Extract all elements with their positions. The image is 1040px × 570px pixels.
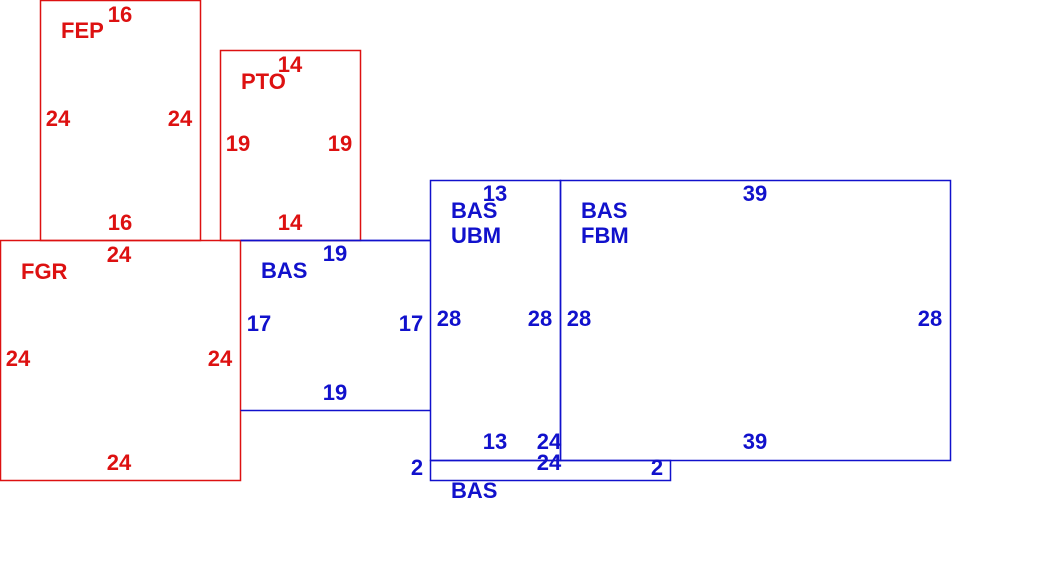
bas-ubm-top-dimension: 13 bbox=[482, 181, 508, 206]
bas-fbm-outline bbox=[559, 179, 952, 462]
bas-fbm-label-line1: BAS bbox=[581, 198, 628, 223]
bas-strip-top-dimension: 24 bbox=[536, 450, 562, 475]
bas-mid-left-dimension: 17 bbox=[246, 311, 272, 336]
pto-left-dimension: 19 bbox=[225, 131, 251, 156]
bas-ubm-bottom-right-dimension: 24 bbox=[536, 429, 562, 454]
pto-bottom-dimension: 14 bbox=[277, 210, 303, 235]
bas-fbm-left-dimension: 28 bbox=[566, 306, 592, 331]
bas-strip-outline bbox=[429, 459, 672, 482]
fgr-outline bbox=[0, 239, 242, 482]
fep-bottom-dimension: 16 bbox=[107, 210, 133, 235]
pto-top-dimension: 14 bbox=[277, 52, 303, 77]
bas-ubm-label-line1: BAS bbox=[451, 198, 498, 223]
bas-ubm-left-dimension: 28 bbox=[436, 306, 462, 331]
fgr-label: FGR bbox=[21, 259, 68, 284]
fgr-bottom-dimension: 24 bbox=[106, 450, 132, 475]
bas-fbm-label-line2: FBM bbox=[581, 223, 629, 248]
bas-mid-top-dimension: 19 bbox=[322, 241, 348, 266]
pto-right-dimension: 19 bbox=[327, 131, 353, 156]
pto-label: PTO bbox=[241, 69, 286, 94]
bas-ubm-right-dimension: 28 bbox=[527, 306, 553, 331]
bas-mid-bottom-dimension: 19 bbox=[322, 380, 348, 405]
bas-ubm-label-line2: UBM bbox=[451, 223, 502, 248]
bas-mid-label: BAS bbox=[261, 258, 308, 283]
bas-strip-left-dimension: 2 bbox=[410, 455, 424, 480]
bas-strip-label: BAS bbox=[451, 478, 498, 503]
fep-right-dimension: 24 bbox=[167, 106, 193, 131]
fgr-right-dimension: 24 bbox=[207, 346, 233, 371]
bas-fbm-bottom-dimension: 39 bbox=[742, 429, 768, 454]
bas-fbm-right-dimension: 28 bbox=[917, 306, 943, 331]
bas-strip-right-dimension: 2 bbox=[650, 455, 664, 480]
fep-top-dimension: 16 bbox=[107, 2, 133, 27]
fep-left-dimension: 24 bbox=[45, 106, 71, 131]
bas-ubm-bottom-dimension: 13 bbox=[482, 429, 508, 454]
fgr-left-dimension: 24 bbox=[5, 346, 31, 371]
fep-label: FEP bbox=[61, 18, 104, 43]
fgr-top-dimension: 24 bbox=[106, 242, 132, 267]
bas-mid-right-dimension: 17 bbox=[398, 311, 424, 336]
bas-fbm-top-dimension: 39 bbox=[742, 181, 768, 206]
